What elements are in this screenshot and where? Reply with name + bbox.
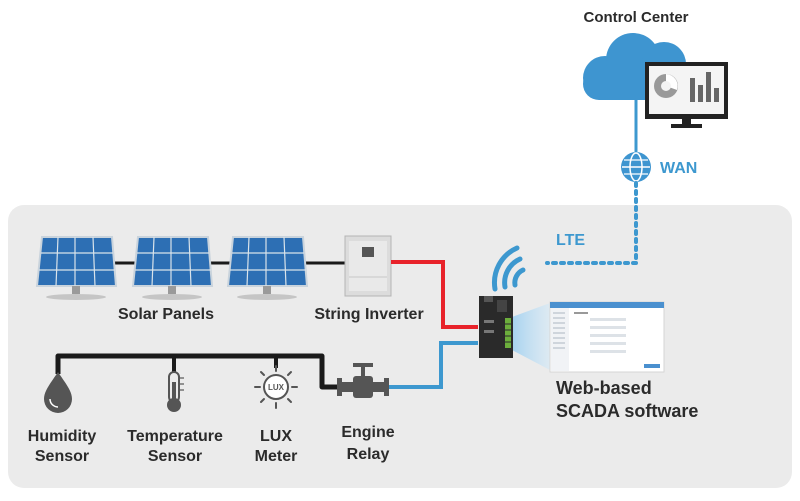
label-control-center: Control Center: [583, 9, 689, 26]
label-wan: WAN: [660, 160, 698, 177]
label-humidity-line1: Humidity: [27, 428, 97, 445]
label-scada-line1: Web-based: [556, 378, 652, 398]
label-engine-line1: Engine: [341, 424, 395, 441]
solar-panel-icon: [35, 236, 118, 300]
thermometer-icon: [167, 371, 184, 412]
label-lte: LTE: [556, 232, 586, 249]
label-humidity-line2: Sensor: [34, 448, 90, 465]
label-temperature-line2: Sensor: [147, 448, 203, 465]
globe-icon: [621, 152, 651, 182]
humidity-drop-icon: [44, 372, 72, 413]
label-string-inverter: String Inverter: [314, 306, 424, 323]
scada-screen-icon: [549, 301, 665, 373]
label-lux-line1: LUX: [260, 428, 292, 445]
label-lux-line2: Meter: [254, 448, 298, 465]
wifi-signal-icon: [491, 245, 526, 292]
sensor-bus-wire: [55, 353, 338, 390]
data-cable-blue: [388, 341, 478, 389]
monitor-icon: [645, 62, 728, 128]
power-cable: [391, 260, 478, 329]
lux-sun-icon: LUX: [254, 365, 298, 409]
projection-beam: [512, 303, 550, 370]
lte-dotted-link: [545, 181, 638, 265]
label-engine-line2: Relay: [346, 446, 390, 463]
solar-panel-icon: [131, 236, 214, 300]
label-temperature-line1: Temperature: [127, 428, 223, 445]
valve-icon: [337, 363, 389, 398]
rtu-device-icon: [479, 296, 513, 358]
label-solar-panels: Solar Panels: [117, 306, 215, 323]
label-scada-line2: SCADA software: [556, 401, 699, 421]
inverter-icon: [344, 235, 392, 297]
lux-icon-text: LUX: [268, 383, 285, 392]
solar-panel-icon: [226, 236, 309, 300]
